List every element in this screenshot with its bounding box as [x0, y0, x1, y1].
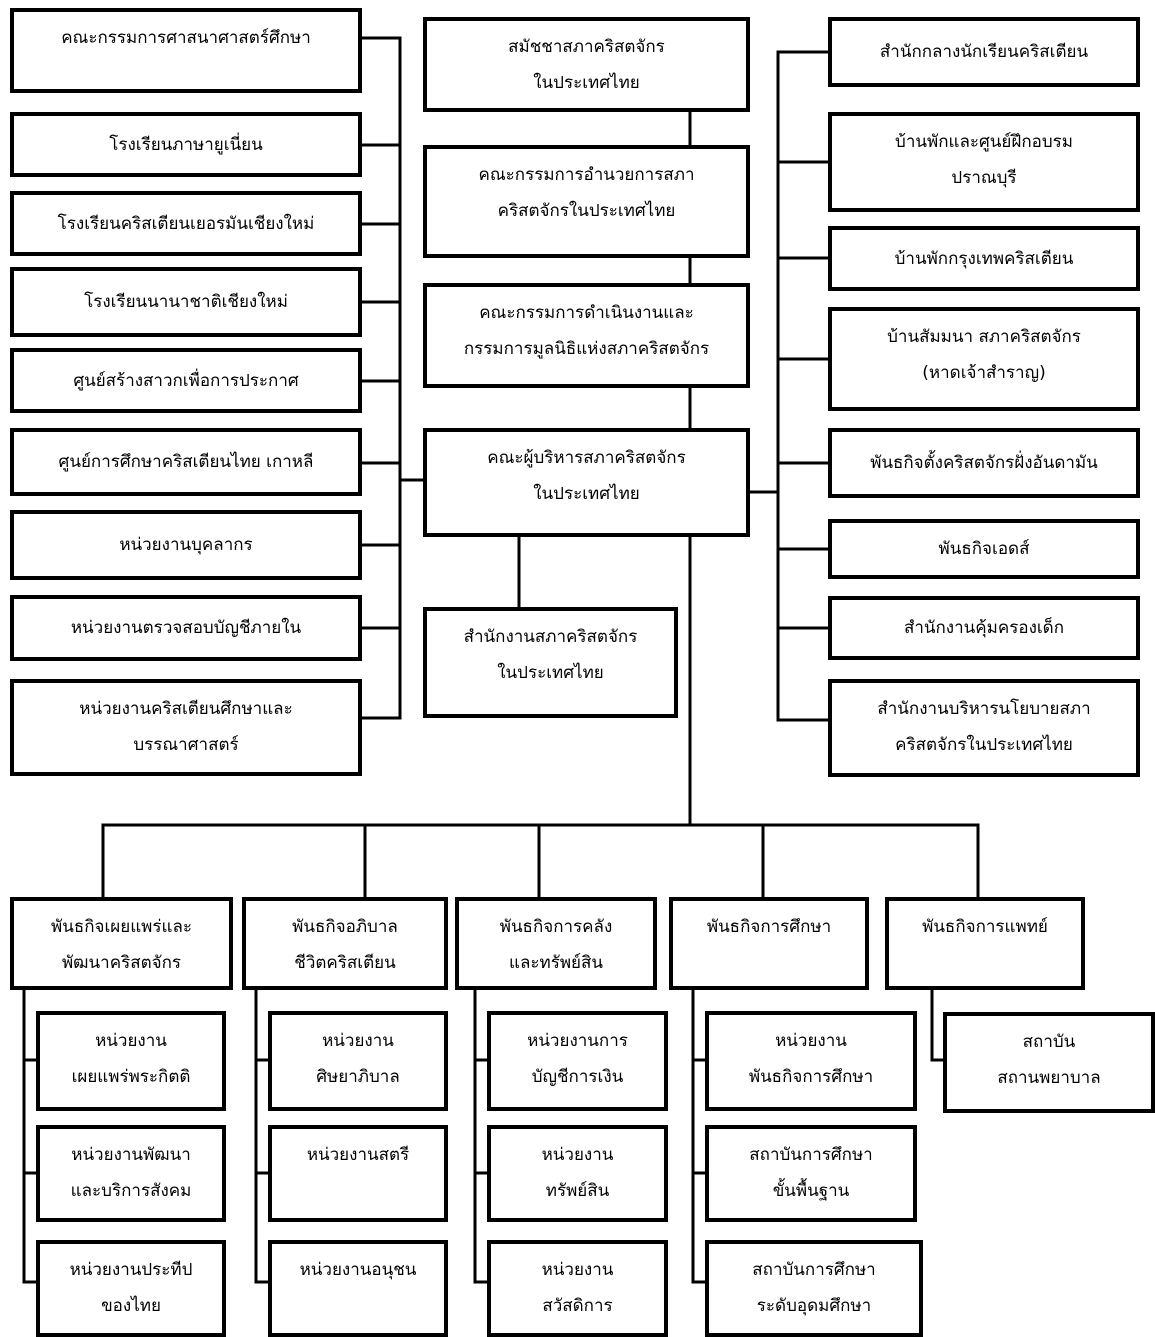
left-unit-box: โรงเรียนนานาชาติเชียงใหม่ [10, 267, 362, 337]
sub-unit-box: หน่วยงานพัฒนา และบริการสังคม [36, 1125, 226, 1222]
department-box: พันธกิจเผยแพร่และ พัฒนาคริสตจักร [10, 897, 233, 990]
board-box: คณะกรรมการอำนวยการสภา คริสตจักรในประเทศไ… [423, 145, 750, 258]
sub-unit-box: สถาบันการศึกษา ขั้นพื้นฐาน [705, 1125, 917, 1222]
left-unit-box: คณะกรรมการศาสนาศาสตร์ศึกษา [10, 8, 362, 93]
sub-unit-box: หน่วยงาน ศิษยาภิบาล [268, 1011, 448, 1111]
left-unit-box: โรงเรียนภาษายูเนี่ยน [10, 112, 362, 177]
executives-box: คณะผู้บริหารสภาคริสตจักร ในประเทศไทย [423, 428, 750, 537]
left-unit-box: โรงเรียนคริสเตียนเยอรมันเชียงใหม่ [10, 191, 362, 256]
sub-unit-box: หน่วยงาน พันธกิจการศึกษา [705, 1011, 917, 1111]
sub-unit-box: หน่วยงานสตรี [268, 1125, 448, 1222]
department-box: พันธกิจการศึกษา [669, 897, 869, 990]
left-unit-box: หน่วยงานตรวจสอบบัญชีภายใน [10, 595, 362, 661]
left-unit-box: ศูนย์การศึกษาคริสเตียนไทย เกาหลี [10, 428, 362, 496]
sub-unit-box: หน่วยงานอนุชน [268, 1240, 448, 1337]
assembly-box: สมัชชาสภาคริสตจักร ในประเทศไทย [423, 17, 750, 112]
sub-unit-box: หน่วยงานประทีป ของไทย [36, 1240, 226, 1337]
right-unit-box: บ้านพักกรุงเทพคริสเตียน [828, 226, 1140, 291]
right-unit-box: พันธกิจตั้งคริสตจักรฝั่งอันดามัน [828, 428, 1140, 498]
sub-unit-box: หน่วยงาน ทรัพย์สิน [487, 1125, 668, 1222]
committee-box: คณะกรรมการดำเนินงานและ กรรมการมูลนิธิแห่… [423, 283, 750, 388]
right-unit-box: บ้านสัมมนา สภาคริสตจักร (หาดเจ้าสำราญ) [828, 307, 1140, 411]
sub-unit-box: หน่วยงาน สวัสดิการ [487, 1240, 668, 1337]
left-unit-box: หน่วยงานคริสเตียนศึกษาและ บรรณาศาสตร์ [10, 679, 362, 776]
sub-unit-box: สถาบันการศึกษา ระดับอุดมศึกษา [705, 1240, 923, 1337]
department-box: พันธกิจการคลัง และทรัพย์สิน [455, 897, 657, 990]
sub-unit-box: สถาบัน สถานพยาบาล [943, 1012, 1155, 1113]
department-box: พันธกิจอภิบาล ชีวิตคริสเตียน [242, 897, 448, 990]
left-unit-box: ศูนย์สร้างสาวกเพื่อการประกาศ [10, 348, 362, 413]
right-unit-box: พันธกิจเอดส์ [828, 519, 1140, 579]
sub-unit-box: หน่วยงานการ บัญชีการเงิน [487, 1011, 668, 1111]
right-unit-box: สำนักงานบริหารนโยบายสภา คริสตจักรในประเท… [828, 679, 1140, 777]
office-box: สำนักงานสภาคริสตจักร ในประเทศไทย [423, 607, 678, 718]
right-unit-box: บ้านพักและศูนย์ฝึกอบรม ปราณบุรี [828, 112, 1140, 212]
left-unit-box: หน่วยงานบุคลากร [10, 510, 362, 580]
right-unit-box: สำนักกลางนักเรียนคริสเตียน [828, 17, 1140, 87]
department-box: พันธกิจการแพทย์ [885, 897, 1085, 990]
right-unit-box: สำนักงานคุ้มครองเด็ก [828, 596, 1140, 660]
sub-unit-box: หน่วยงาน เผยแพร่พระกิตติ [36, 1011, 226, 1111]
